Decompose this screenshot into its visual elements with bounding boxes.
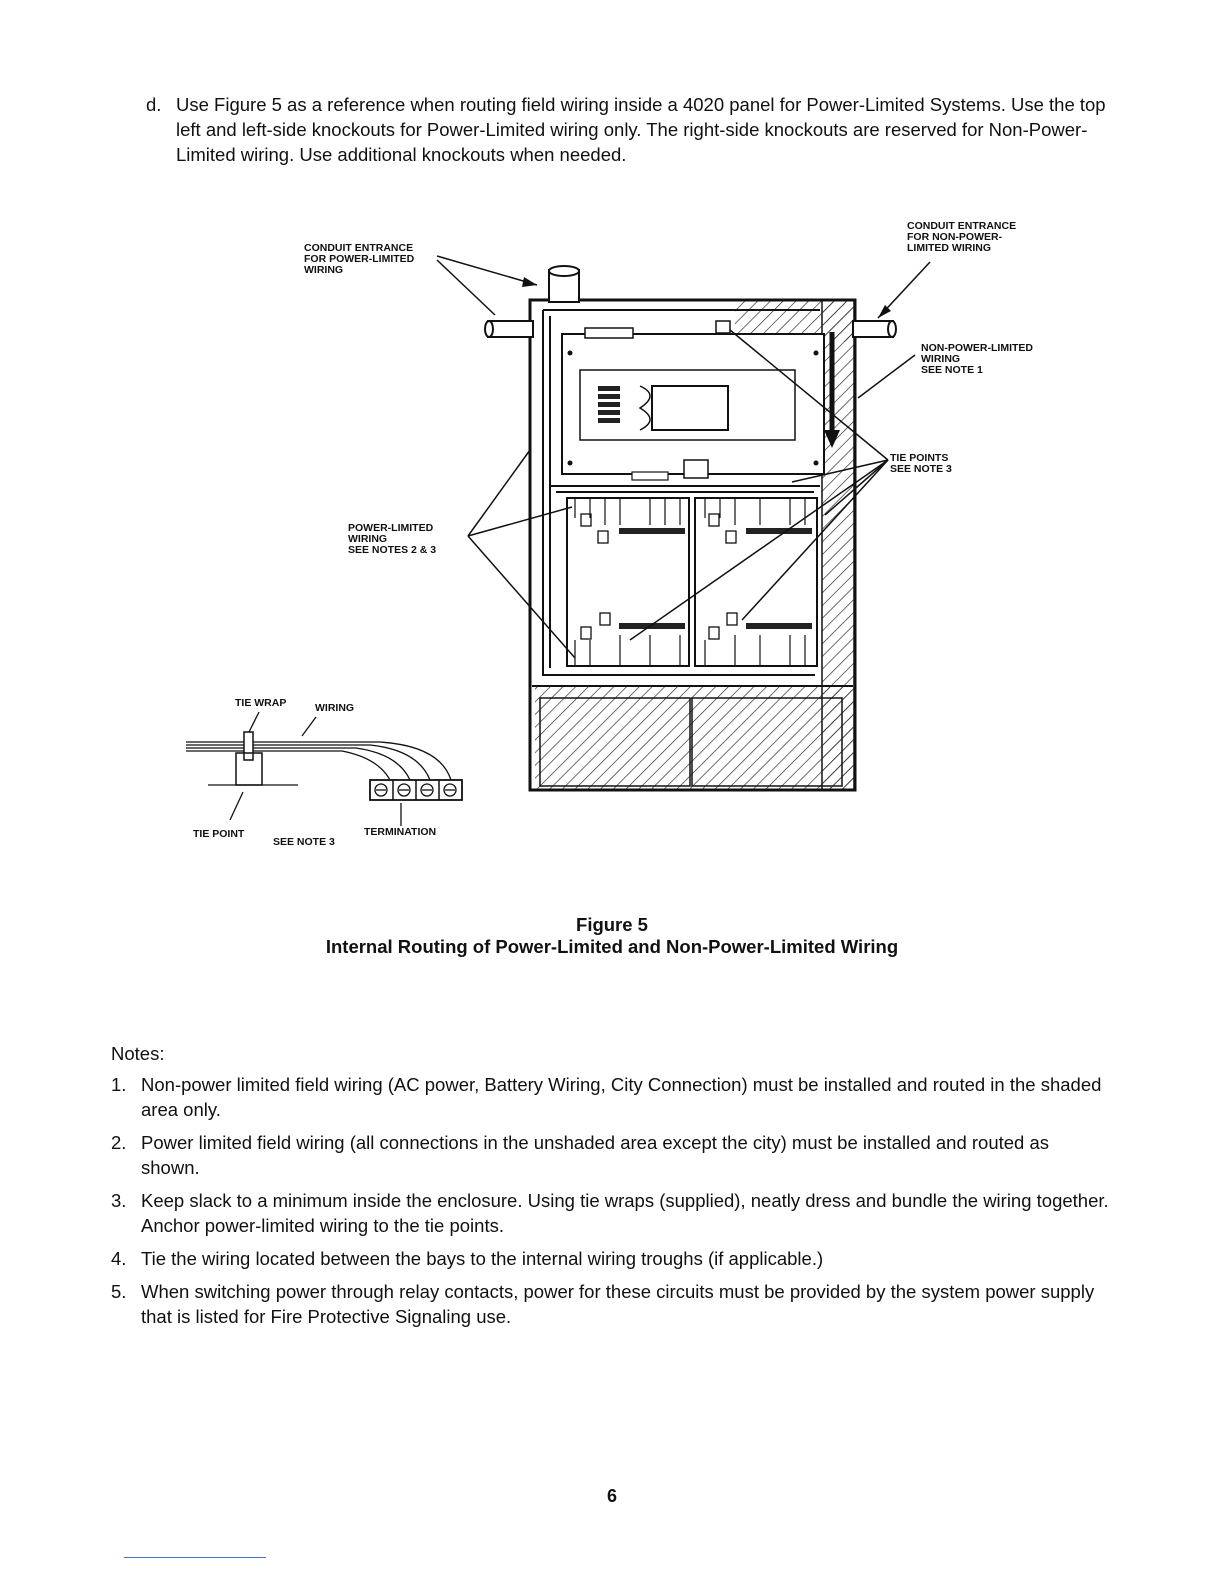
label-conduit-npl-3: LIMITED WIRING: [907, 242, 991, 254]
notes-list: 1. Non-power limited field wiring (AC pow…: [111, 1072, 1111, 1337]
label-conduit-pl-3: WIRING: [304, 264, 343, 276]
intro-text: Use Figure 5 as a reference when routing…: [176, 94, 1106, 165]
tie-wrap-detail: TIE WRAP WIRING TIE POINT S: [186, 697, 463, 848]
intro-paragraph: d. Use Figure 5 as a reference when rout…: [146, 92, 1116, 167]
leader-lines: [436, 255, 931, 659]
label-conduit-npl-2: FOR NON-POWER-: [907, 231, 1003, 243]
note-number: 2.: [111, 1132, 127, 1153]
conduit-left: [484, 320, 534, 338]
label-tie-point: TIE POINT: [193, 828, 245, 840]
conduit-top: [548, 265, 580, 303]
page-number: 6: [606, 1486, 617, 1506]
label-npl-wiring-2: WIRING: [921, 353, 960, 365]
note-item: 1. Non-power limited field wiring (AC pow…: [111, 1072, 1111, 1122]
intro-marker: d.: [146, 94, 162, 115]
module-cards: [566, 497, 818, 667]
note-number: 5.: [111, 1281, 127, 1302]
label-pl-wiring-1: POWER-LIMITED: [348, 522, 434, 534]
note-item: 2. Power limited field wiring (all connec…: [111, 1130, 1111, 1180]
note-text: When switching power through relay conta…: [141, 1281, 1095, 1327]
label-termination: TERMINATION: [364, 826, 436, 838]
label-see-note-3: SEE NOTE 3: [273, 836, 335, 848]
note-number: 4.: [111, 1248, 127, 1269]
note-text: Keep slack to a minimum inside the enclo…: [141, 1190, 1109, 1236]
label-conduit-pl-2: FOR POWER-LIMITED: [304, 253, 415, 265]
figure-number: Figure 5: [576, 914, 648, 935]
non-power-limited-wire: [824, 332, 840, 448]
note-text: Tie the wiring located between the bays …: [141, 1248, 824, 1269]
label-tie-points-1: TIE POINTS: [890, 452, 948, 464]
terminal-block: [369, 779, 463, 801]
label-tie-points-2: SEE NOTE 3: [890, 463, 952, 475]
note-text: Non-power limited field wiring (AC power…: [141, 1074, 1102, 1120]
power-limited-trough: [542, 309, 820, 676]
label-npl-wiring-1: NON-POWER-LIMITED: [921, 342, 1033, 354]
notes-heading: Notes:: [111, 1043, 165, 1064]
label-wiring: WIRING: [315, 702, 354, 714]
note-item: 4. Tie the wiring located between the bay…: [111, 1246, 1111, 1271]
note-item: 5. When switching power through relay con…: [111, 1279, 1111, 1329]
label-pl-wiring-3: SEE NOTES 2 & 3: [348, 544, 436, 556]
footer-rule: [124, 1557, 266, 1558]
label-conduit-npl-1: CONDUIT ENTRANCE: [907, 220, 1016, 232]
conduit-right: [852, 320, 897, 338]
wiring-diagram: CONDUIT ENTRANCE FOR POWER-LIMITED WIRIN…: [186, 220, 1033, 848]
note-number: 1.: [111, 1074, 127, 1095]
control-board: [561, 320, 825, 481]
note-item: 3. Keep slack to a minimum inside the enc…: [111, 1188, 1111, 1238]
label-pl-wiring-2: WIRING: [348, 533, 387, 545]
label-tie-wrap: TIE WRAP: [235, 697, 286, 709]
label-conduit-pl-1: CONDUIT ENTRANCE: [304, 242, 413, 254]
note-number: 3.: [111, 1190, 127, 1211]
label-npl-wiring-3: SEE NOTE 1: [921, 364, 983, 376]
figure-title: Internal Routing of Power-Limited and No…: [325, 936, 899, 957]
note-text: Power limited field wiring (all connecti…: [141, 1132, 1050, 1178]
